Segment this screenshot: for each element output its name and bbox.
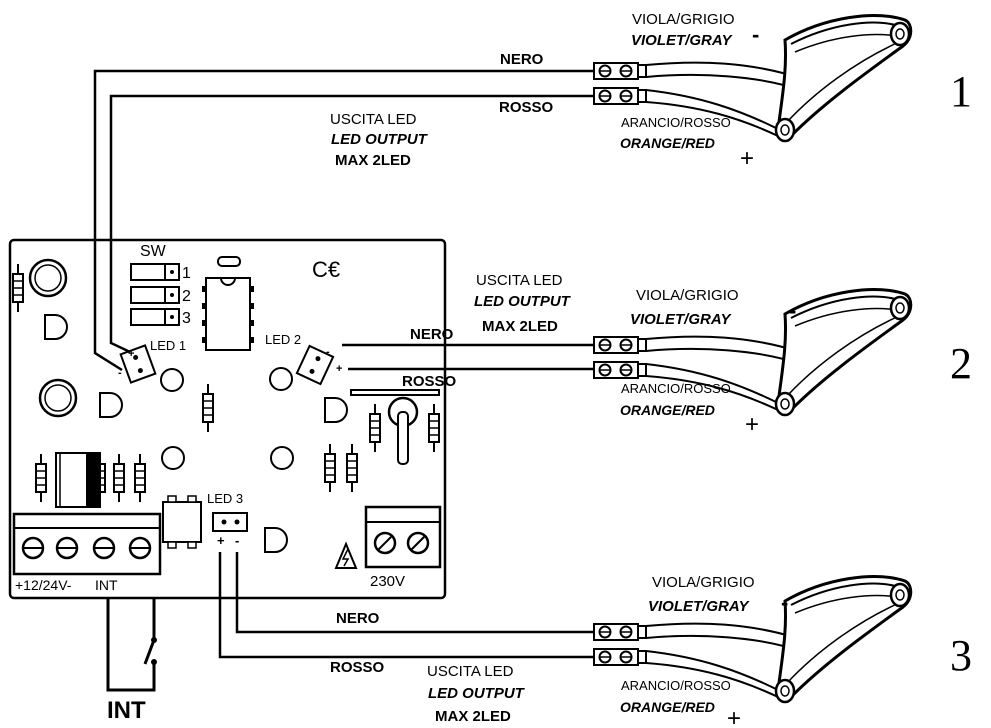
led1-socket [119, 344, 157, 384]
group1-neg-en: VIOLET/GRAY [631, 32, 734, 49]
led2-minus: - [326, 346, 330, 358]
group1-pos-sign: + [740, 145, 754, 172]
group1-rosso: ROSSO [499, 99, 554, 116]
group1-neg-sign: - [752, 22, 759, 47]
sw-number-3: 3 [182, 310, 191, 327]
group1-number: 1 [950, 67, 972, 116]
group2-number: 2 [950, 339, 972, 388]
sw-number-2: 2 [182, 288, 191, 305]
dip-switch [130, 263, 180, 326]
group3-pos-it: ARANCIO/ROSSO [621, 678, 731, 693]
group2-neg-it: VIOLA/GRIGIO [636, 287, 739, 304]
led3-label: LED 3 [207, 491, 243, 506]
group2-pos-it: ARANCIO/ROSSO [621, 381, 731, 396]
group3-neg-it: VIOLA/GRIGIO [652, 574, 755, 591]
group2-nero: NERO [410, 326, 454, 343]
group3-rosso: ROSSO [330, 659, 385, 676]
led1-plus: + [128, 348, 134, 360]
led2-plus: + [336, 363, 342, 375]
group1-pos-it: ARANCIO/ROSSO [621, 115, 731, 130]
group2-neg-sign: - [789, 298, 796, 323]
group2-output-en: LED OUTPUT [474, 293, 572, 310]
int-input-label: INT [95, 577, 118, 593]
led2-label: LED 2 [265, 332, 301, 347]
pcb-board: SW 1 2 3 C€ LED 1 LED 2 LED 3 + - + - - … [8, 238, 447, 600]
led1-label: LED 1 [150, 338, 186, 353]
group2-pos-en: ORANGE/RED [620, 402, 715, 418]
group1-output-it: USCITA LED [330, 111, 417, 128]
group1-output-en: LED OUTPUT [331, 131, 429, 148]
group1-neg-it: VIOLA/GRIGIO [632, 11, 735, 28]
ic-chip [202, 277, 254, 351]
high-voltage-warning-icon [334, 541, 358, 569]
terminal-3 [593, 623, 647, 666]
group3-pos-sign: + [727, 705, 741, 728]
group3-neg-sign: - [781, 590, 788, 615]
mains-label: 230V [370, 573, 405, 590]
group2-output-max: MAX 2LED [482, 318, 558, 335]
terminal-1 [593, 62, 647, 105]
power-label: +12/24V- [15, 577, 72, 593]
sw-number-1: 1 [182, 265, 191, 282]
relay [162, 495, 202, 549]
group3-neg-en: VIOLET/GRAY [648, 598, 751, 615]
int-switch-label: INT [107, 697, 146, 724]
group3-output-en: LED OUTPUT [428, 685, 526, 702]
terminal-2 [593, 336, 647, 379]
led3-socket [212, 512, 248, 532]
int-switch [106, 598, 157, 692]
group2-pos-sign: + [745, 411, 759, 438]
group1-nero: NERO [500, 51, 544, 68]
power-terminal-block [12, 512, 162, 576]
group1-output-max: MAX 2LED [335, 152, 411, 169]
group3-nero: NERO [336, 610, 380, 627]
mains-terminal-block [364, 505, 442, 569]
group3-pos-en: ORANGE/RED [620, 699, 715, 715]
group2-rosso: ROSSO [402, 373, 457, 390]
group2-output-it: USCITA LED [476, 272, 563, 289]
lamp-3 [774, 575, 913, 704]
led2-socket [295, 344, 335, 386]
group3-output-it: USCITA LED [427, 663, 514, 680]
led3-minus: - [235, 533, 239, 548]
group2-neg-en: VIOLET/GRAY [630, 311, 733, 328]
sw-label: SW [140, 243, 167, 260]
trimmer [387, 396, 419, 465]
group1-pos-en: ORANGE/RED [620, 135, 715, 151]
group3-number: 3 [950, 631, 972, 680]
led1-minus: - [118, 367, 122, 379]
led3-plus: + [217, 533, 225, 548]
capacitor [55, 452, 101, 508]
group3-output-max: MAX 2LED [435, 708, 511, 725]
lamp-1 [774, 14, 913, 143]
ce-mark: C€ [312, 257, 340, 282]
